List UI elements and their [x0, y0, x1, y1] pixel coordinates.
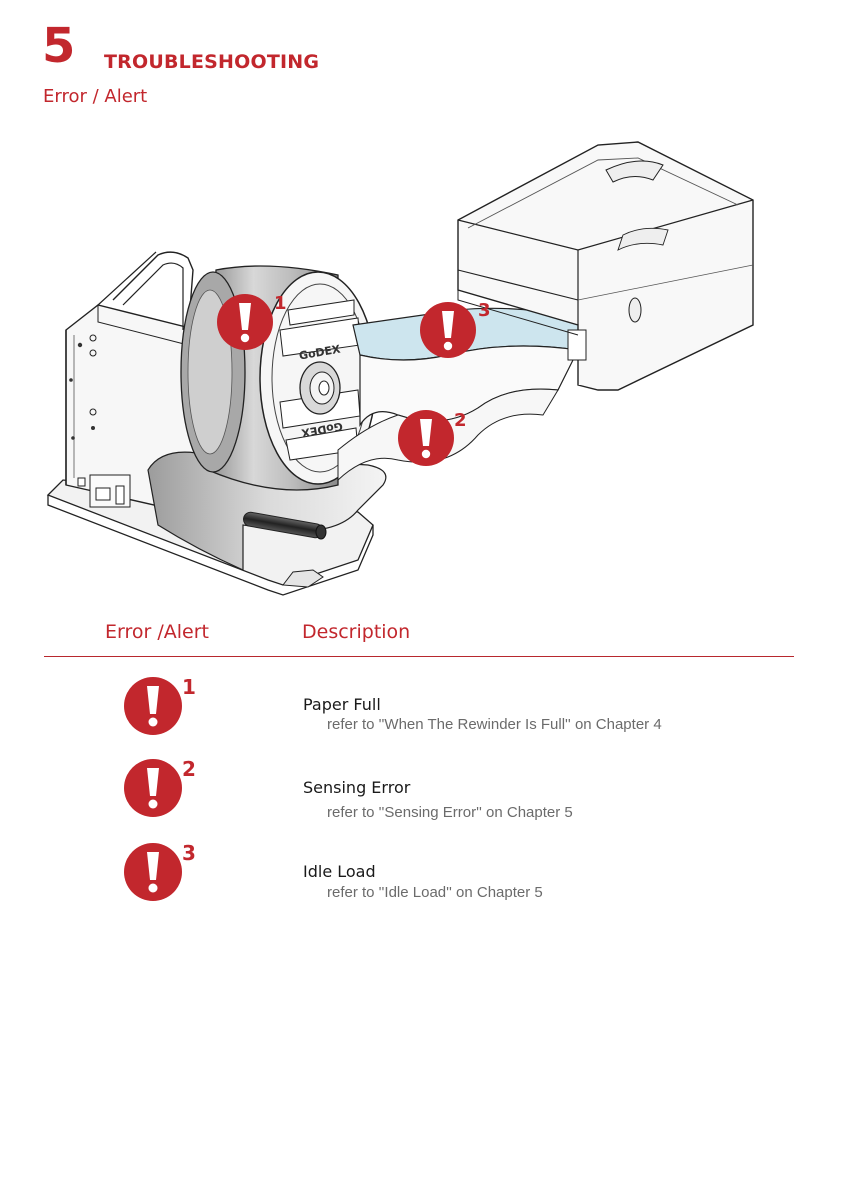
- svg-text:1: 1: [274, 293, 287, 314]
- chapter-number: 5: [42, 22, 75, 70]
- error-description-sensing-error: refer to ''Sensing Error'' on Chapter 5: [327, 804, 573, 821]
- error-title-paper-full: Paper Full: [303, 695, 381, 714]
- header-divider: [44, 656, 794, 657]
- error-title-sensing-error: Sensing Error: [303, 778, 410, 797]
- svg-text:3: 3: [182, 841, 196, 865]
- column-header-error: Error /Alert: [105, 621, 209, 643]
- error-description-paper-full: refer to ''When The Rewinder Is Full'' o…: [327, 716, 662, 733]
- error-title-idle-load: Idle Load: [303, 862, 376, 881]
- svg-text:1: 1: [182, 675, 196, 699]
- svg-text:2: 2: [454, 410, 467, 431]
- svg-text:3: 3: [478, 300, 491, 321]
- exclamation-circle-icon: 1: [124, 674, 196, 738]
- svg-text:2: 2: [182, 757, 196, 781]
- exclamation-circle-icon: 2: [124, 756, 196, 820]
- section-title: Error / Alert: [43, 86, 147, 107]
- column-header-description: Description: [302, 621, 410, 643]
- chapter-title: TROUBLESHOOTING: [104, 51, 319, 73]
- rewinder-illustration: GoDEX GoDEX 1 3: [38, 140, 758, 600]
- error-description-idle-load: refer to ''Idle Load'' on Chapter 5: [327, 884, 543, 901]
- exclamation-circle-icon: 3: [124, 840, 196, 904]
